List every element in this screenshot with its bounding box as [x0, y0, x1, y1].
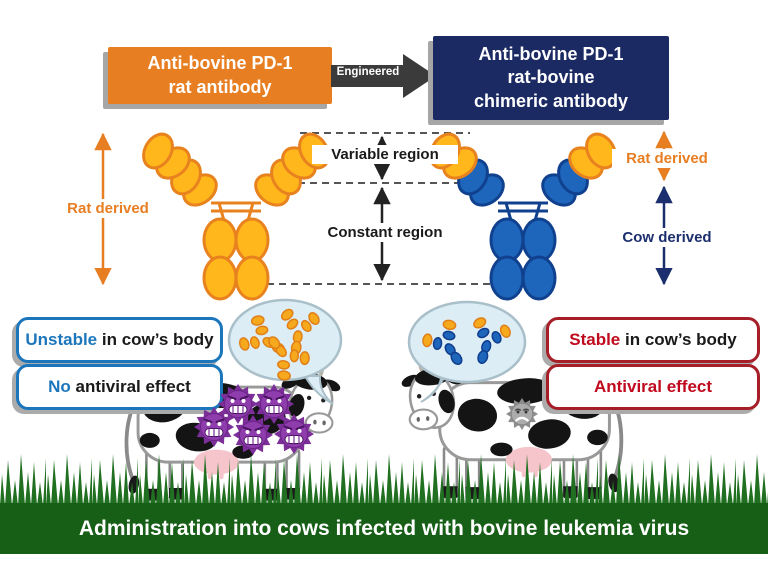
region-boundary-lines	[255, 132, 508, 285]
status-highlight: No	[48, 377, 71, 396]
caption-text: Administration into cows infected with b…	[78, 516, 690, 540]
rat-box-line2: rat antibody	[168, 76, 272, 97]
rat-derived-left-label: Rat derived	[50, 199, 166, 218]
status-rest: in cow’s body	[620, 330, 737, 349]
status-rest: antiviral effect	[70, 377, 191, 396]
antiviral-status-box: Antiviral effect	[546, 364, 760, 410]
engineered-arrow-label: Engineered	[336, 66, 400, 78]
variable-region-label: Variable region	[312, 145, 458, 164]
caption-band: Administration into cows infected with b…	[0, 503, 768, 554]
rat-box-line1: Anti-bovine PD-1	[147, 53, 293, 74]
right-arrow-icon	[331, 54, 436, 98]
chimeric-box-line2: rat-bovine	[507, 67, 595, 88]
chimeric-box-line3: chimeric antibody	[473, 90, 629, 111]
engineered-arrow: Engineered	[331, 53, 437, 99]
chimeric-box-line1: Anti-bovine PD-1	[478, 43, 624, 64]
constant-region-label: Constant region	[312, 223, 458, 242]
stable-status-box: Stable in cow’s body	[546, 317, 760, 363]
no-antiviral-status-box: No antiviral effect	[16, 364, 223, 410]
rat-antibody-title-box: Anti-bovine PD-1 rat antibody	[108, 47, 332, 104]
chimeric-antibody-title-box: Anti-bovine PD-1 rat-bovine chimeric ant…	[433, 36, 669, 120]
status-highlight: Unstable	[25, 330, 98, 349]
status-rest: in cow’s body	[97, 330, 214, 349]
rat-antibody-bubble	[227, 298, 343, 405]
rat-antibody-figure	[142, 132, 330, 301]
unstable-status-box: Unstable in cow’s body	[16, 317, 223, 363]
rat-derived-right-label: Rat derived	[612, 149, 722, 168]
cow-derived-label: Cow derived	[612, 228, 722, 247]
status-highlight: Antiviral effect	[593, 377, 713, 396]
virus-icon	[274, 414, 314, 454]
grass	[0, 450, 768, 506]
status-highlight: Stable	[569, 330, 621, 349]
virus-icon	[233, 415, 273, 455]
virus-icon	[194, 407, 234, 447]
chimeric-antibody-bubble	[407, 300, 527, 403]
